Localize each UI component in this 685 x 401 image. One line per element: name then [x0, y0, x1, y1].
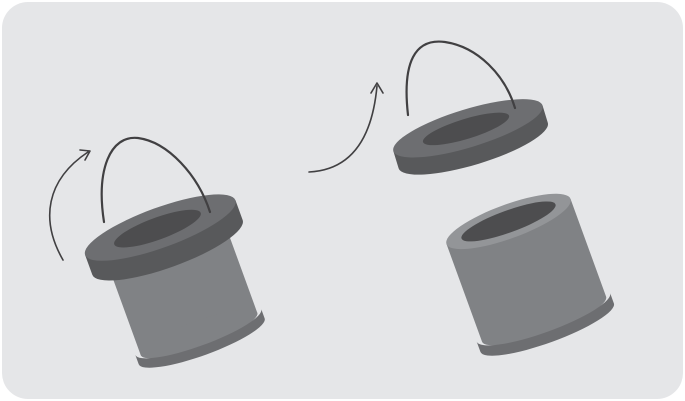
cartridge-handle — [100, 136, 212, 224]
cartridge-cap — [84, 194, 243, 281]
curved-arrow-icon — [308, 82, 384, 173]
separated-body — [446, 193, 615, 356]
assembled-cartridge — [84, 194, 265, 368]
cap-handle — [405, 40, 517, 117]
curved-arrow-icon — [49, 149, 91, 261]
separated-cap — [393, 99, 549, 175]
